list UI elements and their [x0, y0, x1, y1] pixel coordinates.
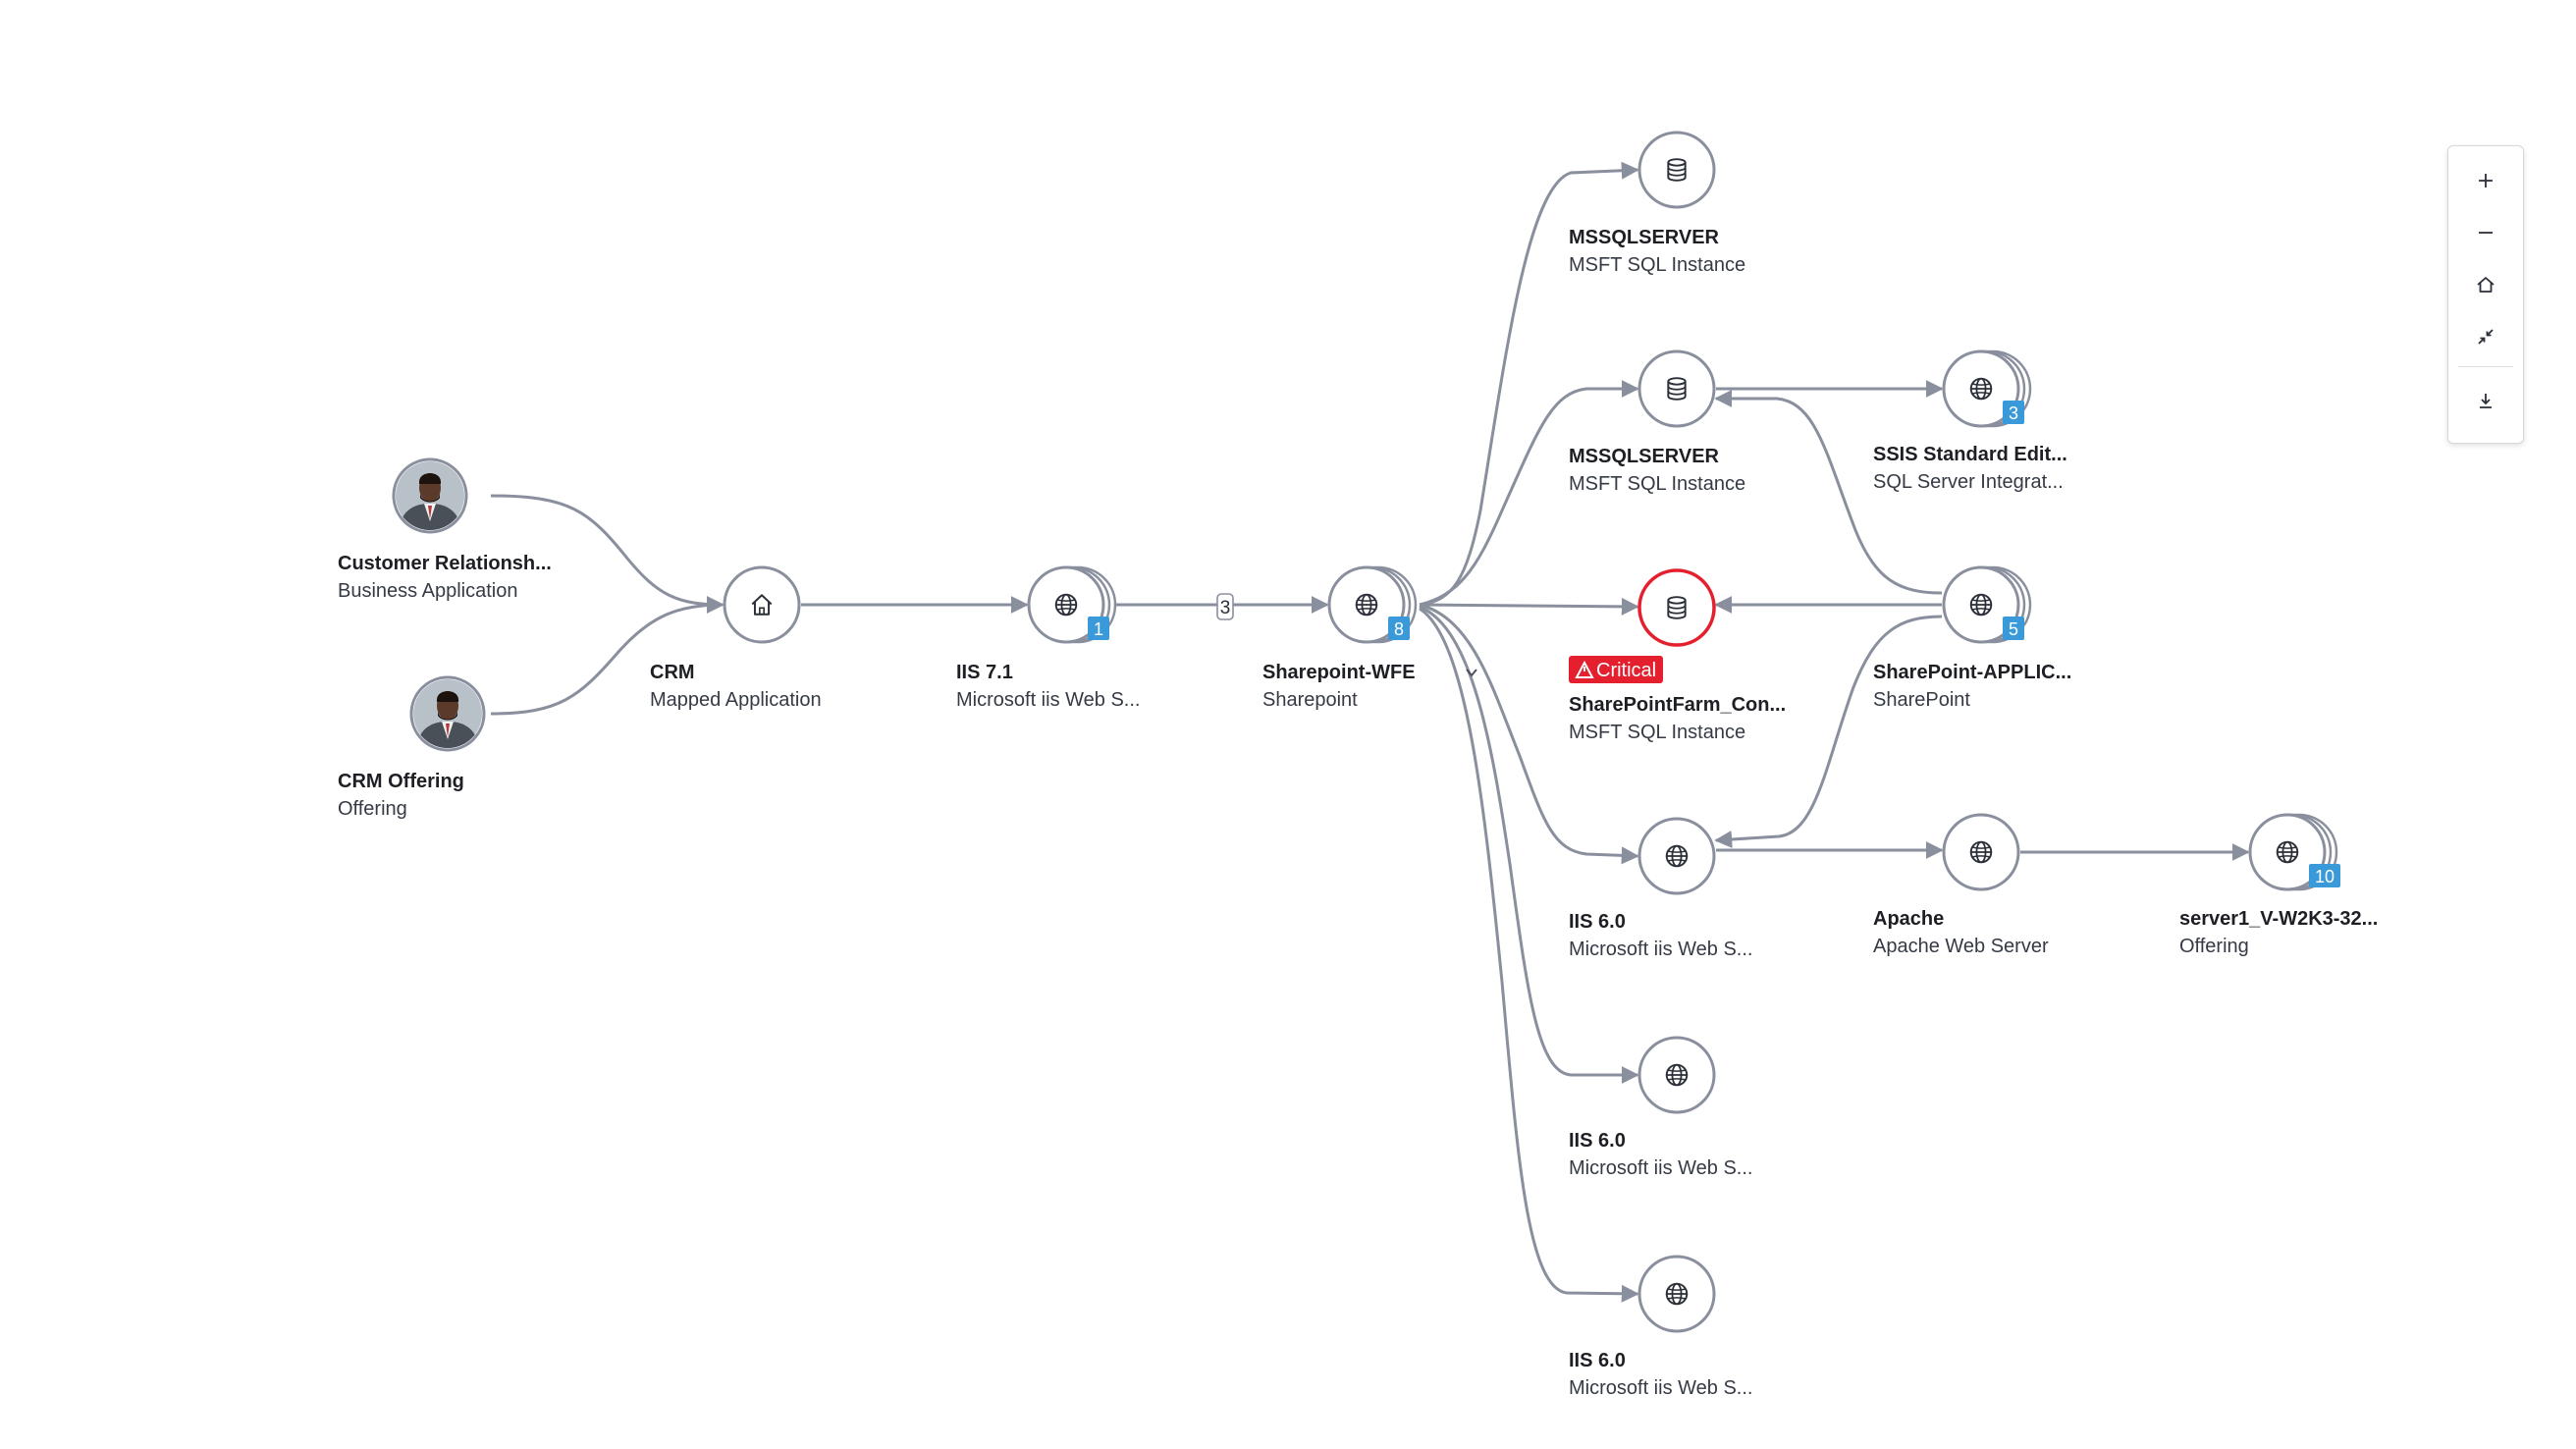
- node-subtitle: Apache Web Server: [1873, 936, 2049, 957]
- count-badge: 8: [1388, 617, 1410, 640]
- node-title[interactable]: CRM Offering: [338, 771, 464, 792]
- zoom-out-button[interactable]: [2461, 213, 2510, 252]
- edge-sharepoint-wfe-to-iis-60-c[interactable]: [1419, 607, 1639, 1303]
- node-sharepoint-wfe[interactable]: 8: [1327, 565, 1477, 677]
- count-badge: 10: [2309, 864, 2340, 887]
- edge-count-label[interactable]: 3: [1216, 593, 1234, 620]
- node-subtitle: MSFT SQL Instance: [1569, 722, 1745, 743]
- node-crm-offering[interactable]: [408, 674, 487, 753]
- edge-sharepoint-wfe-to-iis-60-a[interactable]: [1419, 603, 1639, 865]
- node-subtitle: Microsoft iis Web S...: [956, 689, 1140, 711]
- edge-sharepoint-wfe-to-sharepoint-farm[interactable]: [1419, 597, 1639, 616]
- avatar: [396, 461, 464, 530]
- count-badge: 5: [2003, 617, 2024, 640]
- zoom-in-button[interactable]: [2461, 161, 2510, 200]
- node-iis-60-a[interactable]: [1637, 817, 1716, 895]
- node-subtitle: Sharepoint: [1262, 689, 1358, 711]
- edge-sharepoint-wfe-to-iis-60-b[interactable]: [1419, 605, 1639, 1084]
- edge-crm-offering-to-crm[interactable]: [490, 596, 724, 716]
- svg-text:3: 3: [1220, 598, 1231, 618]
- node-title[interactable]: SharePoint-APPLIC...: [1873, 662, 2071, 683]
- edge-customer-relationship-to-crm[interactable]: [490, 494, 724, 614]
- node-subtitle: Microsoft iis Web S...: [1569, 1157, 1752, 1179]
- toolbar-divider: [2458, 366, 2513, 367]
- node-apache[interactable]: [1942, 813, 2020, 891]
- node-title[interactable]: MSSQLSERVER: [1569, 227, 1720, 248]
- node-subtitle: Microsoft iis Web S...: [1569, 1377, 1752, 1399]
- node-subtitle: Mapped Application: [650, 689, 822, 711]
- node-crm[interactable]: [723, 565, 801, 644]
- svg-text:5: 5: [2009, 619, 2018, 639]
- node-title[interactable]: SSIS Standard Edit...: [1873, 444, 2067, 465]
- node-title[interactable]: IIS 6.0: [1569, 911, 1626, 933]
- node-subtitle: SharePoint: [1873, 689, 1970, 711]
- map-toolbar: [2447, 145, 2524, 444]
- edge-sharepoint-applic-to-iis-60-a[interactable]: [1714, 615, 1943, 848]
- edge-sharepoint-applic-to-mssql-2[interactable]: [1714, 390, 1943, 595]
- node-mssql-2[interactable]: [1637, 349, 1716, 428]
- svg-text:1: 1: [1094, 619, 1103, 639]
- minus-icon: [2479, 232, 2493, 234]
- node-ssis[interactable]: 3: [1942, 349, 2032, 428]
- node-iis-71[interactable]: 1: [1027, 565, 1117, 644]
- node-server1[interactable]: 10: [2248, 813, 2340, 891]
- node-title[interactable]: Sharepoint-WFE: [1262, 662, 1416, 683]
- node-subtitle: MSFT SQL Instance: [1569, 254, 1745, 276]
- node-title[interactable]: Customer Relationsh...: [338, 553, 552, 574]
- node-sharepoint-applic[interactable]: 5: [1942, 565, 2032, 644]
- edges-layer: 3: [490, 161, 2250, 1303]
- node-title[interactable]: server1_V-W2K3-32...: [2179, 908, 2378, 930]
- node-subtitle: SQL Server Integrat...: [1873, 471, 2064, 493]
- warning-icon: [1575, 660, 1594, 678]
- svg-text:8: 8: [1394, 619, 1404, 639]
- status-badge-label: Critical: [1596, 660, 1656, 681]
- node-title[interactable]: IIS 6.0: [1569, 1350, 1626, 1371]
- node-iis-60-b[interactable]: [1637, 1036, 1716, 1114]
- collapse-button[interactable]: [2461, 317, 2510, 356]
- download-button[interactable]: [2461, 382, 2510, 421]
- count-badge: 1: [1088, 617, 1109, 640]
- home-icon: [2477, 277, 2495, 293]
- node-title[interactable]: MSSQLSERVER: [1569, 446, 1720, 467]
- svg-text:10: 10: [2315, 867, 2334, 886]
- nodes-layer: Customer Relationsh... Business Applicati…: [338, 131, 2378, 1399]
- status-badge: Critical: [1569, 656, 1663, 683]
- node-iis-60-c[interactable]: [1637, 1255, 1716, 1333]
- node-subtitle: Business Application: [338, 580, 517, 602]
- reset-view-button[interactable]: [2461, 265, 2510, 304]
- node-title[interactable]: IIS 6.0: [1569, 1130, 1626, 1152]
- node-title[interactable]: Apache: [1873, 908, 1944, 930]
- node-subtitle: Offering: [338, 798, 407, 820]
- node-title[interactable]: CRM: [650, 662, 695, 683]
- count-badge: 3: [2003, 401, 2024, 424]
- node-subtitle: Offering: [2179, 936, 2249, 957]
- node-title[interactable]: SharePointFarm_Con...: [1569, 694, 1786, 716]
- chevron-down-icon[interactable]: [1466, 669, 1477, 677]
- node-sharepoint-farm[interactable]: [1637, 568, 1716, 647]
- svg-text:3: 3: [2009, 403, 2018, 423]
- edge-sharepoint-wfe-to-mssql-2[interactable]: [1419, 380, 1639, 607]
- collapse-icon: [2478, 329, 2494, 345]
- node-mssql-1[interactable]: [1637, 131, 1716, 209]
- node-customer-relationship[interactable]: [391, 456, 469, 535]
- node-subtitle: MSFT SQL Instance: [1569, 473, 1745, 495]
- node-subtitle: Microsoft iis Web S...: [1569, 939, 1752, 960]
- avatar: [413, 679, 482, 748]
- plus-icon: [2479, 174, 2493, 188]
- node-title[interactable]: IIS 7.1: [956, 662, 1013, 683]
- download-icon: [2480, 394, 2492, 408]
